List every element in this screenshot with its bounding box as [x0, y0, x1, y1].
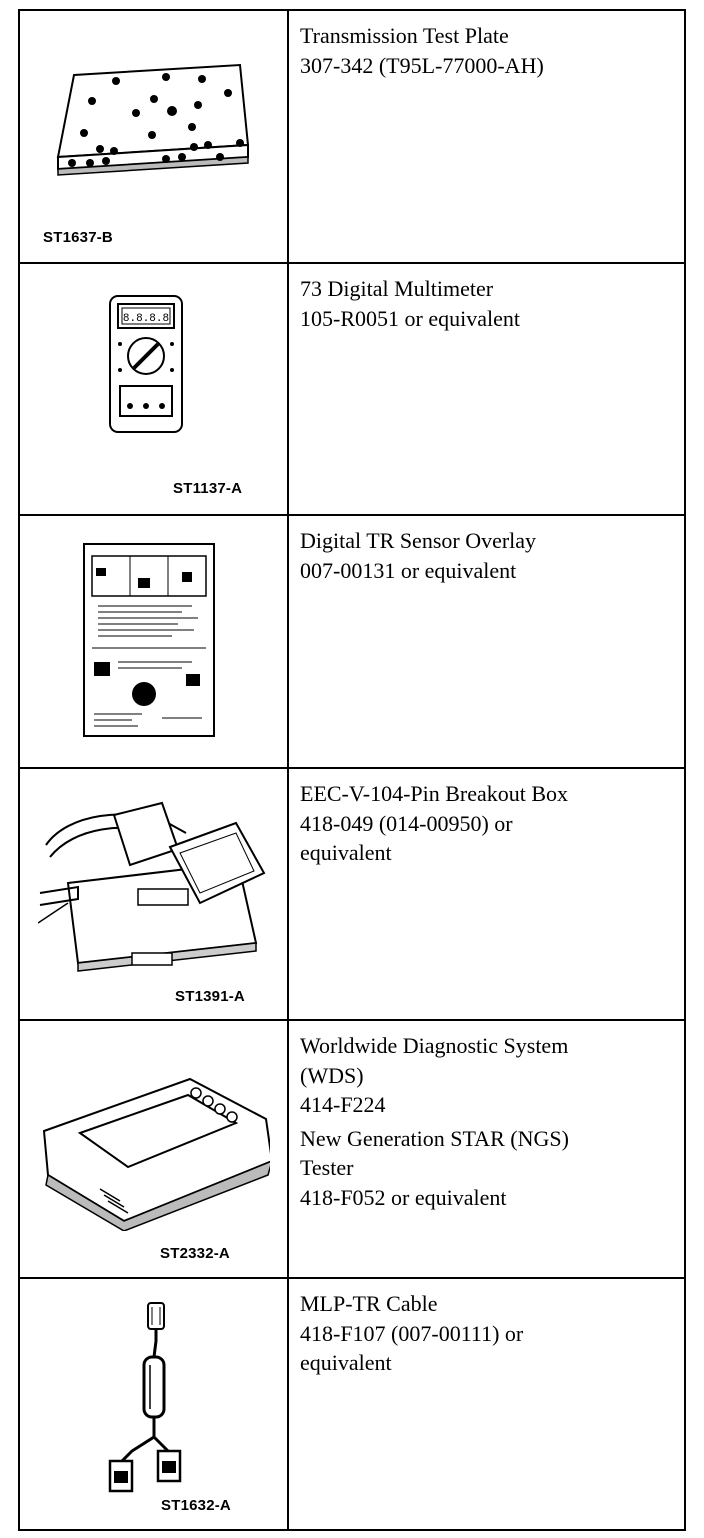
tool-name: MLP-TR Cable: [300, 1291, 438, 1316]
alt-tool-name-suffix: Tester: [300, 1155, 354, 1180]
tool-image-cell: ST1391-A: [18, 767, 289, 1021]
tool-description-cell: MLP-TR Cable 418-F107 (007-00111) or equ…: [287, 1277, 686, 1531]
svg-text:8.8.8.8: 8.8.8.8: [123, 313, 169, 325]
multimeter-icon: 8.8.8.8: [106, 294, 186, 436]
special-tools-table: ST1637-B Transmission Test Plate 307-342…: [18, 9, 686, 1531]
figure-id: ST1637-B: [43, 229, 113, 246]
tool-image-cell: ST1637-B: [18, 9, 289, 264]
tool-part-number-suffix: equivalent: [300, 1350, 392, 1375]
tool-description-cell: EEC-V-104-Pin Breakout Box 418-049 (014-…: [287, 767, 686, 1021]
tool-row-diagnostic-tester: ST2332-A Worldwide Diagnostic System (WD…: [18, 1019, 686, 1279]
tool-description-cell: Digital TR Sensor Overlay 007-00131 or e…: [287, 514, 686, 769]
breakout-box-icon: [38, 793, 268, 973]
tool-part-number: 418-049 (014-00950) or: [300, 810, 513, 836]
tool-name: 73 Digital Multimeter: [300, 276, 494, 301]
tool-name-abbreviation: (WDS): [300, 1062, 364, 1088]
tool-image-cell: [18, 514, 289, 769]
figure-id: ST1137-A: [173, 480, 243, 497]
tool-row-cable: ST1632-A MLP-TR Cable 418-F107 (007-0011…: [18, 1277, 686, 1531]
tool-image-cell: 8.8.8.8 ST1137-A: [18, 262, 289, 516]
tool-row-sensor-overlay: Digital TR Sensor Overlay 007-00131 or e…: [18, 514, 686, 769]
test-plate-icon: [44, 53, 256, 183]
diagnostic-tester-icon: [40, 1071, 270, 1231]
alt-tool-name: New Generation STAR (NGS): [300, 1125, 569, 1151]
tool-name: Transmission Test Plate: [300, 23, 509, 48]
tool-description-cell: Transmission Test Plate 307-342 (T95L-77…: [287, 9, 686, 264]
tool-name: Worldwide Diagnostic System: [300, 1033, 569, 1058]
tool-part-number: 414-F224: [300, 1092, 386, 1117]
tool-row-multimeter: 8.8.8.8 ST1137-A 73 Digital Multimeter 1…: [18, 262, 686, 516]
tool-part-number: 307-342 (T95L-77000-AH): [300, 52, 544, 78]
tool-image-cell: ST1632-A: [18, 1277, 289, 1531]
tool-part-number-suffix: equivalent: [300, 840, 392, 865]
tool-part-number: 105-R0051 or equivalent: [300, 305, 520, 331]
tool-name: EEC-V-104-Pin Breakout Box: [300, 781, 569, 806]
tool-name: Digital TR Sensor Overlay: [300, 528, 537, 553]
tool-row-test-plate: ST1637-B Transmission Test Plate 307-342…: [18, 9, 686, 264]
tool-part-number: 007-00131 or equivalent: [300, 557, 517, 583]
figure-id: ST1632-A: [161, 1497, 231, 1514]
figure-id: ST1391-A: [175, 988, 245, 1005]
alt-tool-part-number: 418-F052 or equivalent: [300, 1184, 507, 1210]
tool-description-cell: 73 Digital Multimeter 105-R0051 or equiv…: [287, 262, 686, 516]
cable-icon: [102, 1301, 182, 1497]
tool-image-cell: ST2332-A: [18, 1019, 289, 1279]
tool-part-number: 418-F107 (007-00111) or: [300, 1320, 524, 1346]
tool-description-cell: Worldwide Diagnostic System (WDS) 414-F2…: [287, 1019, 686, 1279]
sensor-overlay-icon: [82, 542, 216, 738]
tool-row-breakout-box: ST1391-A EEC-V-104-Pin Breakout Box 418-…: [18, 767, 686, 1021]
figure-id: ST2332-A: [160, 1245, 230, 1262]
